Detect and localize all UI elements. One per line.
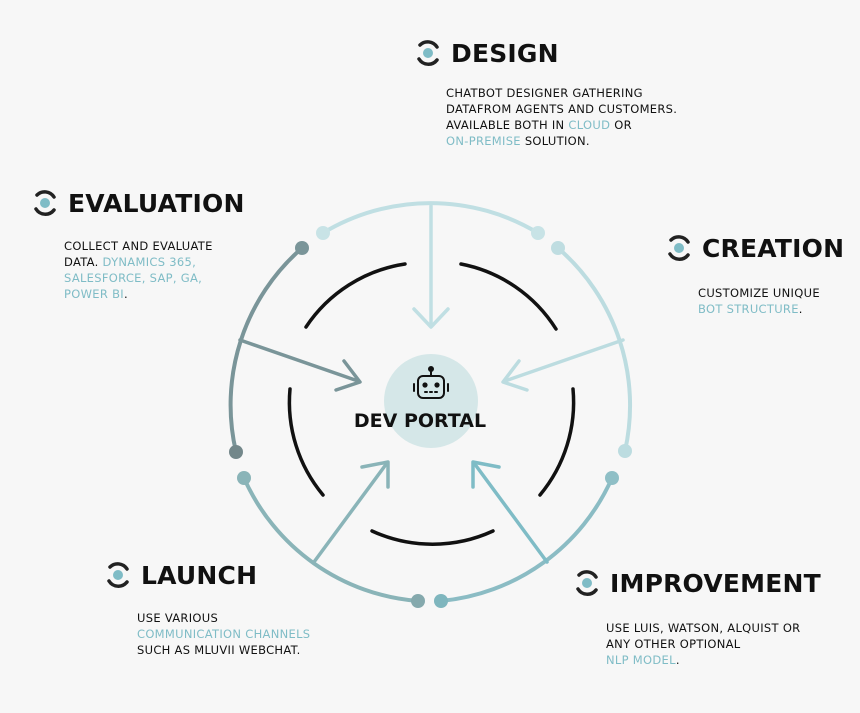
ring-dot (229, 445, 243, 459)
stage-title-evaluation: EVALUATION (68, 188, 245, 218)
desc-text: AVAILABLE BOTH IN (446, 118, 569, 132)
desc-text: COLLECT AND EVALUATE (64, 239, 213, 253)
desc-line: DATAFROM AGENTS AND CUSTOMERS. (446, 101, 677, 117)
stage-heading-creation: CREATION (664, 233, 844, 263)
desc-line: POWER BI. (64, 286, 213, 302)
stage-title-launch: LAUNCH (141, 560, 258, 590)
desc-text: . (123, 287, 128, 301)
desc-text: DATA. (64, 255, 103, 269)
desc-text: . (675, 653, 680, 667)
highlight-text: BOT STRUCTURE (698, 302, 799, 316)
desc-line: SALESFORCE, SAP, GA, (64, 270, 213, 286)
desc-text: ANY OTHER OPTIONAL (606, 637, 741, 651)
cycle-arc-design (321, 201, 540, 235)
ring-dot (295, 241, 309, 255)
desc-line: BOT STRUCTURE. (698, 301, 820, 317)
desc-line: NLP MODEL. (606, 652, 800, 668)
desc-line: COMMUNICATION CHANNELS (137, 626, 310, 642)
desc-line: CHATBOT DESIGNER GATHERING (446, 85, 677, 101)
inner-arc (459, 262, 558, 331)
inner-arc (304, 262, 407, 329)
desc-text: CHATBOT DESIGNER GATHERING (446, 86, 643, 100)
desc-text: USE VARIOUS (137, 611, 219, 625)
desc-line: USE VARIOUS (137, 610, 310, 626)
stage-title-improvement: IMPROVEMENT (610, 568, 821, 598)
ring-dot (605, 471, 619, 485)
highlight-text: DYNAMICS 365, (102, 255, 197, 269)
arrow-improvement (472, 461, 549, 564)
ring-dot (551, 241, 565, 255)
desc-text: SOLUTION. (520, 134, 590, 148)
desc-line: ANY OTHER OPTIONAL (606, 636, 800, 652)
stage-heading-evaluation: EVALUATION (30, 188, 245, 218)
stage-desc-improvement: USE LUIS, WATSON, ALQUIST OR ANY OTHER OP… (606, 620, 800, 668)
stage-title-creation: CREATION (702, 233, 845, 263)
highlight-text: NLP MODEL (606, 653, 676, 667)
stage-desc-design: CHATBOT DESIGNER GATHERING DATAFROM AGENT… (446, 85, 677, 149)
arrowhead-creation (501, 359, 529, 392)
center-circle (384, 354, 478, 448)
desc-line: ON-PREMISE SOLUTION. (446, 133, 677, 149)
stage-icon (668, 235, 690, 261)
highlight-text: POWER BI (64, 287, 124, 301)
desc-line: AVAILABLE BOTH IN CLOUD OR (446, 117, 677, 133)
stage-heading-improvement: IMPROVEMENT (572, 568, 821, 598)
ring-dot (434, 594, 448, 608)
ring-dot (618, 444, 632, 458)
desc-text: SUCH AS MLUVII WEBCHAT. (137, 643, 301, 657)
desc-text: . (798, 302, 803, 316)
stage-desc-launch: USE VARIOUS COMMUNICATION CHANNELS SUCH AS… (137, 610, 310, 658)
desc-text: USE LUIS, WATSON, ALQUIST OR (606, 621, 801, 635)
arrow-creation (503, 338, 625, 383)
inner-arc (287, 387, 325, 497)
center-label: DEV PORTAL (353, 410, 487, 432)
stage-icon (417, 40, 439, 66)
highlight-text: ON-PREMISE (446, 134, 521, 148)
highlight-text: CLOUD (568, 118, 611, 132)
arrowhead-design (412, 307, 450, 329)
ring-dot (316, 226, 330, 240)
arrowhead-improvement (471, 460, 501, 489)
arrowhead-launch (360, 460, 390, 489)
desc-text: DATAFROM AGENTS AND CUSTOMERS. (446, 102, 678, 116)
ring-dot (411, 594, 425, 608)
inner-arc (370, 529, 495, 546)
desc-line: SUCH AS MLUVII WEBCHAT. (137, 642, 310, 658)
cycle-arc-improvement (439, 476, 614, 603)
desc-line: COLLECT AND EVALUATE (64, 238, 213, 254)
arrowhead-evaluation (334, 359, 362, 392)
arrow-evaluation (238, 338, 360, 383)
inner-arc (538, 387, 576, 497)
desc-text: CUSTOMIZE UNIQUE (698, 286, 820, 300)
desc-line: DATA. DYNAMICS 365, (64, 254, 213, 270)
ring-dot (237, 471, 251, 485)
stage-icon (107, 562, 129, 588)
desc-line: USE LUIS, WATSON, ALQUIST OR (606, 620, 800, 636)
robot-icon (413, 366, 449, 399)
highlight-text: SALESFORCE, SAP, GA, (64, 271, 203, 285)
highlight-text: COMMUNICATION CHANNELS (137, 627, 311, 641)
stage-icon (34, 190, 56, 216)
stage-heading-design: DESIGN (413, 38, 559, 68)
desc-line: CUSTOMIZE UNIQUE (698, 285, 820, 301)
stage-icon (576, 570, 598, 596)
arrow-launch (312, 461, 389, 564)
ring-dot (531, 226, 545, 240)
stage-heading-launch: LAUNCH (103, 560, 257, 590)
desc-text: OR (610, 118, 632, 132)
stage-title-design: DESIGN (451, 38, 559, 68)
